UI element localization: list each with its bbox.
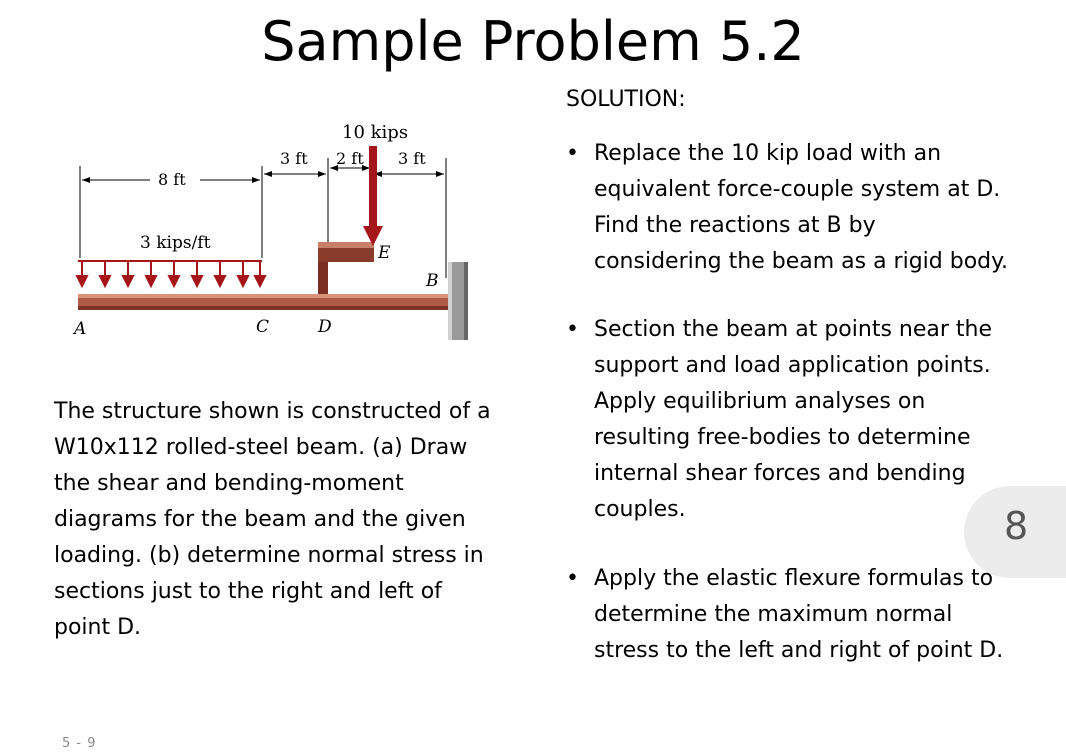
label-d: D xyxy=(317,317,332,337)
beam-figure: 3 ft 2 ft 3 ft 8 ft 10 kips 3 kips/ft xyxy=(72,122,468,340)
description-line: loading. (b) determine normal stress in xyxy=(54,543,484,568)
bullet-line: internal shear forces and bending xyxy=(594,461,966,486)
bullet-line: couples. xyxy=(594,497,686,522)
bullet-text: Section the beam at points near the supp… xyxy=(594,312,1064,528)
label-e: E xyxy=(377,243,391,263)
bullet-text: Replace the 10 kip load with an equivale… xyxy=(594,136,1064,280)
label-b: B xyxy=(425,271,439,291)
slide-title: Sample Problem 5.2 xyxy=(261,10,805,73)
bullet-text: Apply the elastic flexure formulas to de… xyxy=(594,561,1064,669)
bullet-dot: • xyxy=(566,566,579,591)
label-a: A xyxy=(72,319,86,339)
distributed-load-arrows xyxy=(75,260,267,289)
bullet-line: Find the reactions at B by xyxy=(594,213,876,238)
description-line: The structure shown is constructed of a xyxy=(54,399,491,424)
wall-support xyxy=(448,262,468,340)
bullet-line: determine the maximum normal xyxy=(594,602,953,627)
description-line: W10x112 rolled-steel beam. (a) Draw xyxy=(54,435,468,460)
description-line: diagrams for the beam and the given xyxy=(54,507,466,532)
bullet-line: support and load application points. xyxy=(594,353,991,378)
bullet-line: Replace the 10 kip load with an xyxy=(594,141,942,166)
bullet-line: Section the beam at points near the xyxy=(594,317,992,342)
page-number-badge[interactable]: 8 xyxy=(964,486,1066,578)
bullet-line: resulting free-bodies to determine xyxy=(594,425,971,450)
dim-2ft: 2 ft xyxy=(336,149,364,168)
bullet-line: stress to the left and right of point D. xyxy=(594,638,1004,663)
beam xyxy=(78,294,464,310)
bullet-line: considering the beam as a rigid body. xyxy=(594,249,1009,274)
distributed-load-label: 3 kips/ft xyxy=(140,233,211,253)
bullet-line: Apply equilibrium analyses on xyxy=(594,389,926,414)
load-label: 10 kips xyxy=(342,122,408,143)
solution-heading: SOLUTION: xyxy=(566,87,686,112)
description-line: point D. xyxy=(54,615,142,640)
description-line: sections just to the right and left of xyxy=(54,579,442,604)
bullet-dot: • xyxy=(566,141,579,166)
dim-8ft: 8 ft xyxy=(158,170,186,189)
concentrated-load-arrow xyxy=(363,146,383,246)
description-line: the shear and bending-moment xyxy=(54,471,404,496)
slide-footer: 5 - 9 xyxy=(62,736,97,751)
bullet-line: equivalent force-couple system at D. xyxy=(594,177,1001,202)
bullet-dot: • xyxy=(566,317,579,342)
bullet-line: Apply the elastic flexure formulas to xyxy=(594,566,994,591)
dim-3ft-left: 3 ft xyxy=(280,149,308,168)
problem-description: The structure shown is constructed of a … xyxy=(54,394,554,646)
dim-3ft-right: 3 ft xyxy=(398,149,426,168)
label-c: C xyxy=(256,317,269,337)
page-number: 8 xyxy=(1004,504,1029,548)
